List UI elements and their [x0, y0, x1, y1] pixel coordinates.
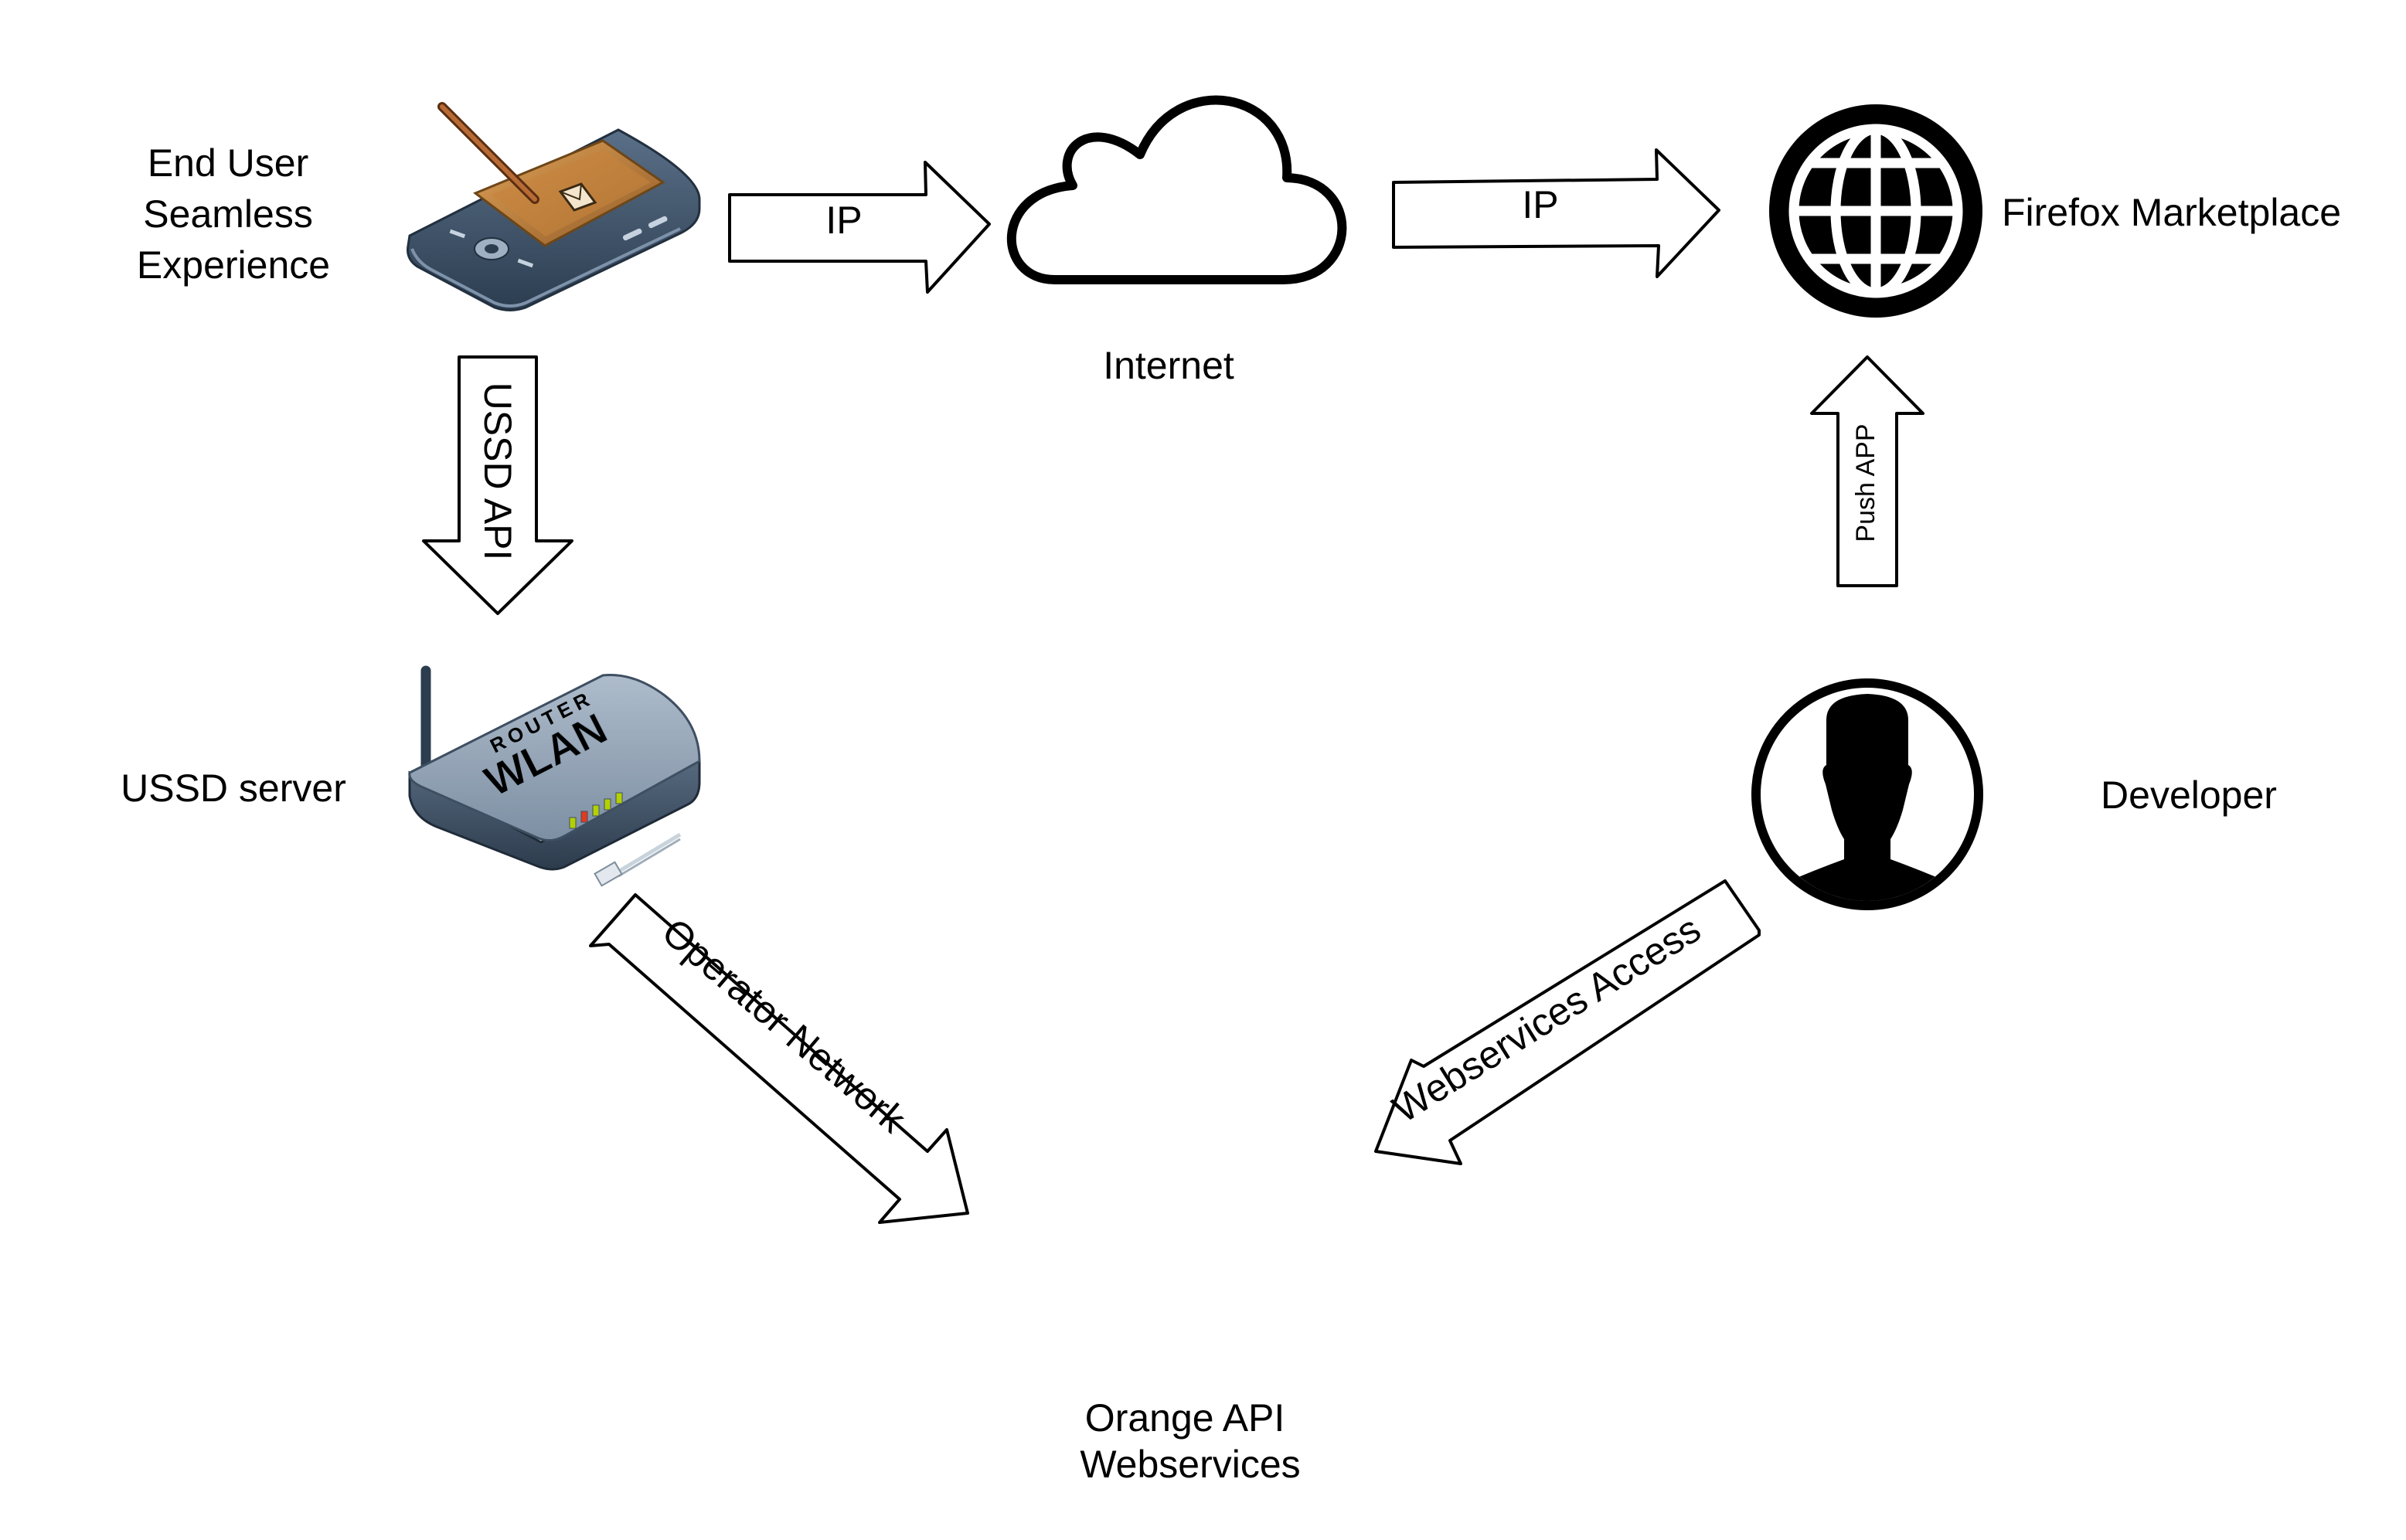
firefox-marketplace-label: Firefox Marketplace [2002, 191, 2341, 234]
webservices-access-arrow-label: Webservices Access [1385, 907, 1708, 1131]
ussd-server-label: USSD server [121, 767, 346, 810]
ip-arrow-2: IP [1392, 148, 1720, 278]
ip-arrow-1: IP [728, 161, 991, 294]
developer-label: Developer [2101, 773, 2277, 817]
cloud-icon [1006, 95, 1347, 284]
webservices-access-arrow: Webservices Access [1374, 879, 1761, 1165]
router-icon: WLAN ROUTER [408, 665, 701, 887]
operator-network-arrow-label: Operator Network [654, 910, 914, 1141]
internet-label: Internet [1103, 344, 1234, 387]
orange-api-label: Orange API Webservices [1080, 1396, 1300, 1486]
push-app-arrow-label: Push APP [1851, 423, 1880, 542]
user-silhouette-icon [1751, 678, 1983, 910]
globe-icon [1769, 104, 1982, 318]
ip-arrow-1-label: IP [825, 199, 862, 242]
operator-network-arrow: Operator Network [589, 893, 969, 1224]
ussd-api-arrow-label: USSD API [476, 382, 519, 561]
push-app-arrow: Push APP [1810, 355, 1924, 587]
end-user-label: End User Seamless Experience [137, 141, 330, 287]
ussd-api-arrow: USSD API [422, 355, 573, 615]
pda-icon [407, 102, 701, 311]
ip-arrow-2-label: IP [1522, 183, 1558, 226]
